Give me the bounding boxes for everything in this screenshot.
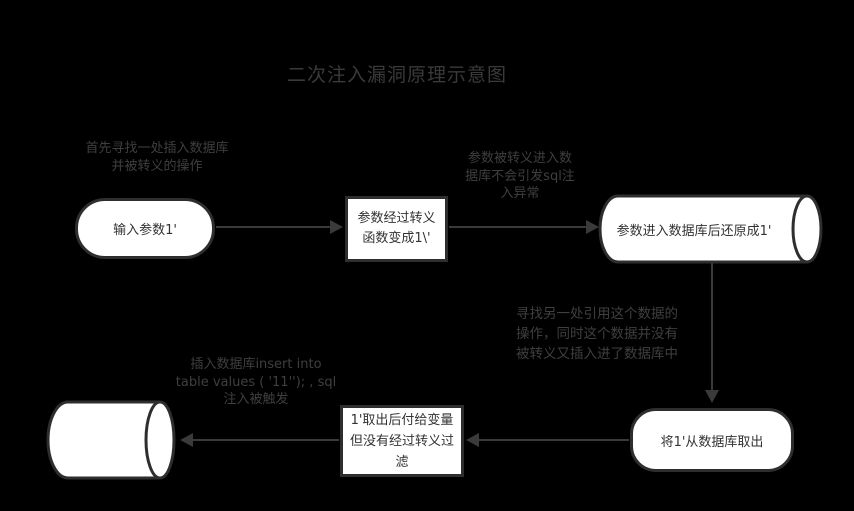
annotation-escaped-no-error: 参数被转义进入数 据库不会引发sql注 入异常	[465, 151, 575, 201]
node-input-param: 输入参数1'	[75, 198, 215, 259]
diagram-title: 二次注入漏洞原理示意图	[286, 64, 507, 86]
database-cylinder-top	[598, 194, 823, 264]
arrow-fetch-to-assign	[466, 433, 629, 447]
arrow-escape-to-database	[449, 220, 599, 234]
arrow-database-to-fetch	[705, 263, 719, 403]
node-fetch-from-db: 将1'从数据库取出	[630, 408, 794, 472]
database-cylinder-bottom	[46, 400, 176, 480]
annotation-find-reference: 寻找另一处引用这个数据的 操作，同时这个数据并没有 被转义又插入进了数据库中	[516, 306, 678, 362]
annotation-find-insert: 首先寻找一处插入数据库 并被转义的操作	[85, 141, 229, 174]
arrow-assign-to-database-bottom	[180, 433, 339, 447]
node-assign-variable: 1'取出后付给变量 但没有经过转义过 滤	[340, 405, 464, 477]
arrow-input-to-escape	[216, 220, 343, 234]
annotation-injection-triggered: 插入数据库insert into table values ( '11''); …	[175, 357, 337, 407]
node-database-top-label: 参数进入数据库后还原成1'	[616, 223, 772, 239]
node-escape-function: 参数经过转义 函数变成1\'	[345, 196, 448, 262]
